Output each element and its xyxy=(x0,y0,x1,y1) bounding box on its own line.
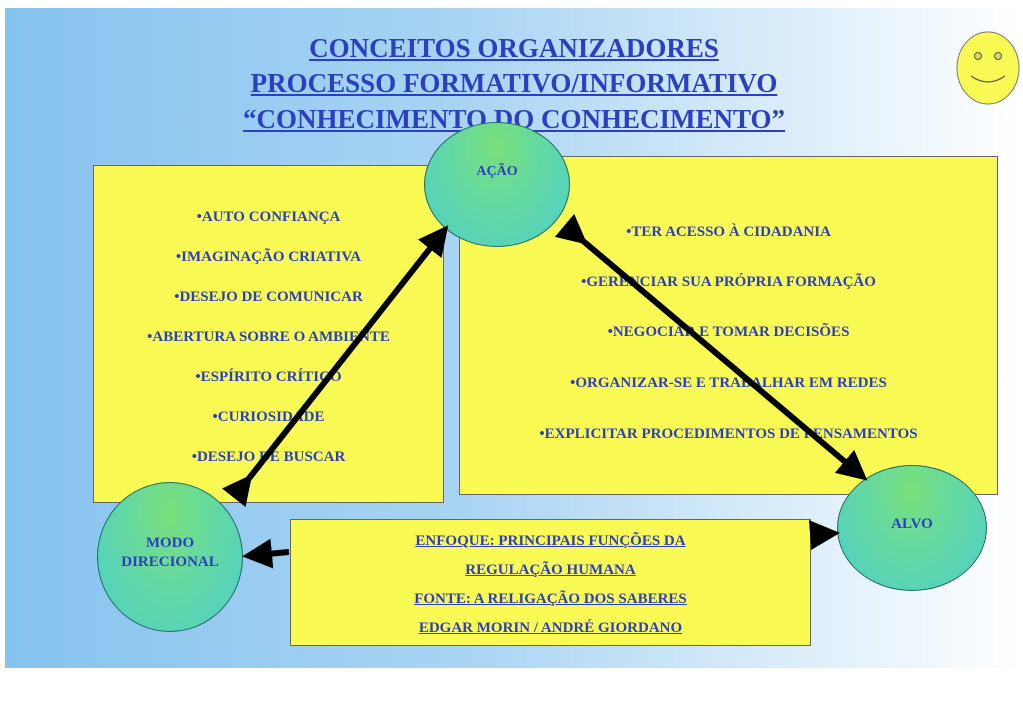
modo-direcional-circle xyxy=(97,482,243,632)
title-line-2: PROCESSO FORMATIVO/INFORMATIVO xyxy=(250,68,778,98)
acao-circle xyxy=(424,122,570,247)
alvo-circle xyxy=(837,465,987,591)
smiley-face-icon xyxy=(956,31,1020,105)
arrow-to-alvo xyxy=(808,520,840,551)
double-arrow-left xyxy=(221,225,449,508)
alvo-label: ALVO xyxy=(891,516,933,532)
modo-label: MODO xyxy=(145,535,195,551)
acao-label: AÇÃO xyxy=(476,164,518,179)
list-item: •AUTO CONFIANÇA xyxy=(196,209,341,225)
arrow-to-modo xyxy=(242,538,290,569)
direcional-label: DIRECIONAL xyxy=(121,554,219,570)
slide: CONCEITOS ORGANIZADORES PROCESSO FORMATI… xyxy=(5,8,1023,668)
title-line-1: CONCEITOS ORGANIZADORES xyxy=(309,33,719,63)
source-line: FONTE: A RELIGAÇÃO DOS SABERES xyxy=(414,591,687,607)
source-line: EDGAR MORIN / ANDRÉ GIORDANO xyxy=(418,620,683,636)
source-box: ENFOQUE: PRINCIPAIS FUNÇÕES DA REGULAÇÃO… xyxy=(290,519,811,646)
source-line: ENFOQUE: PRINCIPAIS FUNÇÕES DA xyxy=(415,533,686,549)
arrows-layer xyxy=(221,213,868,569)
source-line: REGULAÇÃO HUMANA xyxy=(465,562,636,578)
double-arrow-right xyxy=(554,213,868,481)
